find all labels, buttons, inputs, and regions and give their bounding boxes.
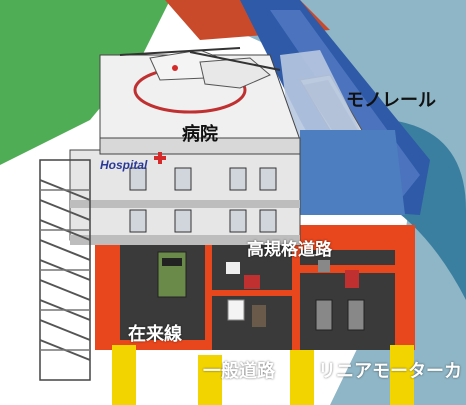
hospital-label: 病院 [182, 124, 218, 145]
helicopter-2 [189, 51, 281, 89]
expressway-label: 高規格道路 [247, 240, 332, 260]
hospital-building [69, 54, 301, 246]
conventional-train [157, 251, 187, 298]
general-road-label: 一般道路 [203, 361, 275, 382]
grass-area [0, 0, 170, 165]
maglev-label: リニアモーターカ [318, 361, 462, 382]
pillars [112, 345, 414, 405]
hospital-sign: Hospital [100, 158, 148, 172]
monorail-label: モノレール [346, 90, 436, 111]
stairs-tower [39, 159, 91, 381]
conventional-line-label: 在来線 [128, 324, 182, 345]
